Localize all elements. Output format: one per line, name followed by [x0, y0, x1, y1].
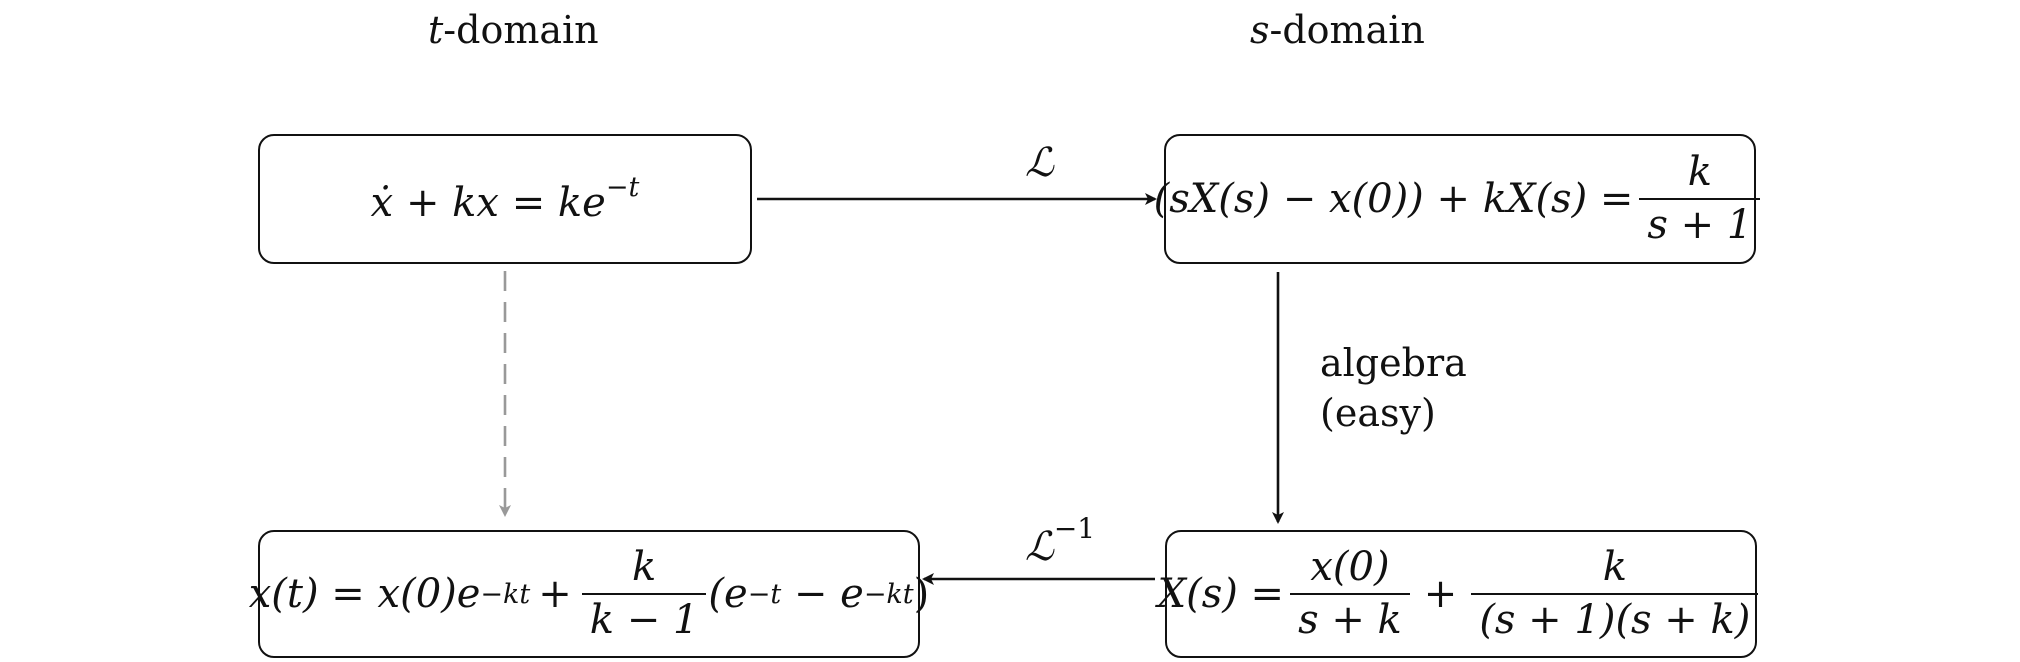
- plus-sign: +: [1423, 571, 1458, 617]
- solution-exponent-3: −kt: [863, 578, 914, 610]
- plus-sign: +: [538, 571, 572, 617]
- t-domain-suffix: -domain: [443, 8, 599, 52]
- laplace-equation-fraction: k s + 1: [1639, 148, 1761, 247]
- algebra-text: algebra: [1320, 341, 1467, 385]
- solution-fraction: k k − 1: [581, 543, 707, 642]
- inverse-exponent: −1: [1053, 512, 1096, 545]
- fraction-denominator: s + 1: [1639, 198, 1761, 247]
- fraction-denominator: s + k: [1290, 593, 1410, 642]
- inverse-laplace-label: ℒ−1: [1025, 512, 1095, 570]
- s-domain-suffix: -domain: [1269, 8, 1425, 52]
- solution-exponent-2: −t: [747, 578, 782, 610]
- xs-lhs: X(s) =: [1157, 571, 1285, 617]
- fraction-denominator: k − 1: [581, 593, 707, 642]
- xs-box: X(s) = x(0) s + k + k (s + 1)(s + k): [1158, 530, 1759, 658]
- xs-fraction-2: k (s + 1)(s + k): [1471, 543, 1759, 642]
- solution-lhs: x(t) = x(0)e: [248, 571, 481, 617]
- fraction-numerator: k: [1602, 543, 1627, 590]
- laplace-equation-box: (sX(s) − x(0)) + kX(s) = k s + 1: [1154, 134, 1761, 264]
- ode-exponent: −t: [605, 172, 640, 203]
- inverse-laplace-symbol: ℒ: [1025, 524, 1054, 570]
- t-domain-heading: t-domain: [428, 8, 599, 52]
- algebra-label: algebra (easy): [1320, 338, 1467, 438]
- solution-paren-close: ): [913, 571, 930, 617]
- ode-box: ẋ + kx = ke−t: [258, 134, 752, 264]
- easy-text: (easy): [1320, 391, 1436, 435]
- fraction-numerator: x(0): [1310, 543, 1390, 590]
- laplace-symbol: ℒ: [1025, 140, 1054, 186]
- solution-minus-term: − e: [781, 571, 864, 617]
- ode-equation: ẋ + kx = ke−t: [371, 172, 640, 226]
- fraction-numerator: k: [631, 543, 657, 590]
- xs-fraction-1: x(0) s + k: [1290, 543, 1410, 642]
- ode-lhs: ẋ + kx = ke: [370, 180, 606, 226]
- laplace-label: ℒ: [1025, 140, 1054, 186]
- solution-box: x(t) = x(0)e−kt + k k − 1 (e−t − e−kt): [249, 530, 929, 658]
- solution-paren-open: (e: [708, 571, 748, 617]
- s-domain-heading: s-domain: [1250, 8, 1425, 52]
- fraction-denominator: (s + 1)(s + k): [1471, 593, 1759, 642]
- fraction-numerator: k: [1687, 148, 1712, 195]
- t-variable: t: [428, 8, 444, 52]
- laplace-equation-lhs: (sX(s) − x(0)) + kX(s) =: [1153, 176, 1634, 222]
- s-variable: s: [1250, 8, 1270, 52]
- solution-exponent-1: −kt: [480, 578, 531, 610]
